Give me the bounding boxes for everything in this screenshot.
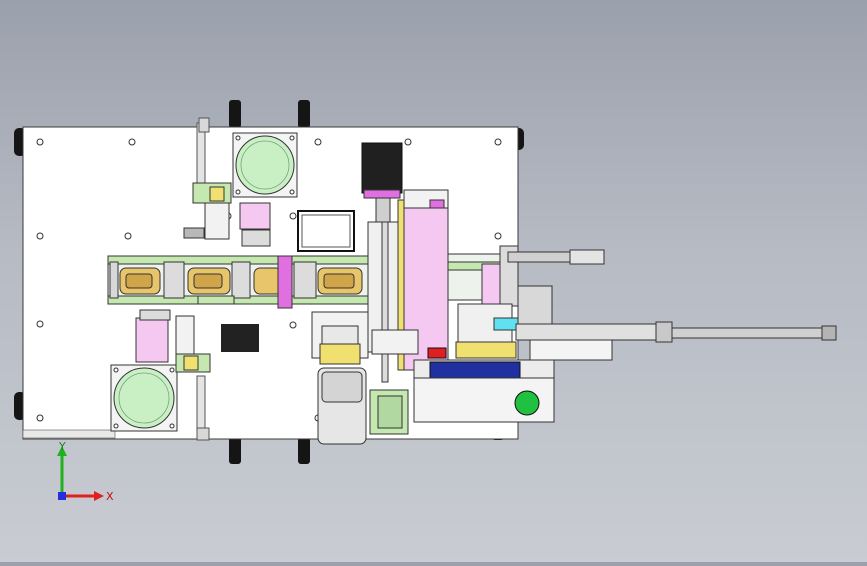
- base-plate-lower-strip: [22, 429, 116, 439]
- lower-bracket-cluster[interactable]: [135, 309, 211, 373]
- guide-rods-left: [196, 117, 210, 441]
- long-pneumatic-cylinder[interactable]: [515, 321, 837, 361]
- picker-assembly[interactable]: [311, 311, 419, 365]
- upper-bracket-cluster[interactable]: [183, 182, 271, 247]
- right-bracket-assembly[interactable]: [447, 245, 525, 359]
- product-parts[interactable]: [119, 267, 363, 295]
- control-box[interactable]: [413, 347, 555, 423]
- dark-panel: [221, 324, 259, 352]
- stepper-motor[interactable]: [361, 142, 403, 223]
- display-window-top: [297, 210, 355, 252]
- upper-pneumatic-cylinder[interactable]: [507, 249, 605, 265]
- lower-drive-unit[interactable]: [317, 367, 409, 445]
- axis-y-label: Y: [58, 440, 66, 453]
- red-stop-button[interactable]: [427, 347, 447, 359]
- green-start-button[interactable]: [514, 390, 540, 416]
- axis-triad: Y X: [57, 440, 114, 503]
- axis-x-label: X: [106, 490, 114, 503]
- fan-bottom[interactable]: [110, 364, 178, 432]
- rail-fixtures: [163, 255, 317, 309]
- fan-top[interactable]: [232, 132, 298, 198]
- display-window-inner: [301, 214, 351, 248]
